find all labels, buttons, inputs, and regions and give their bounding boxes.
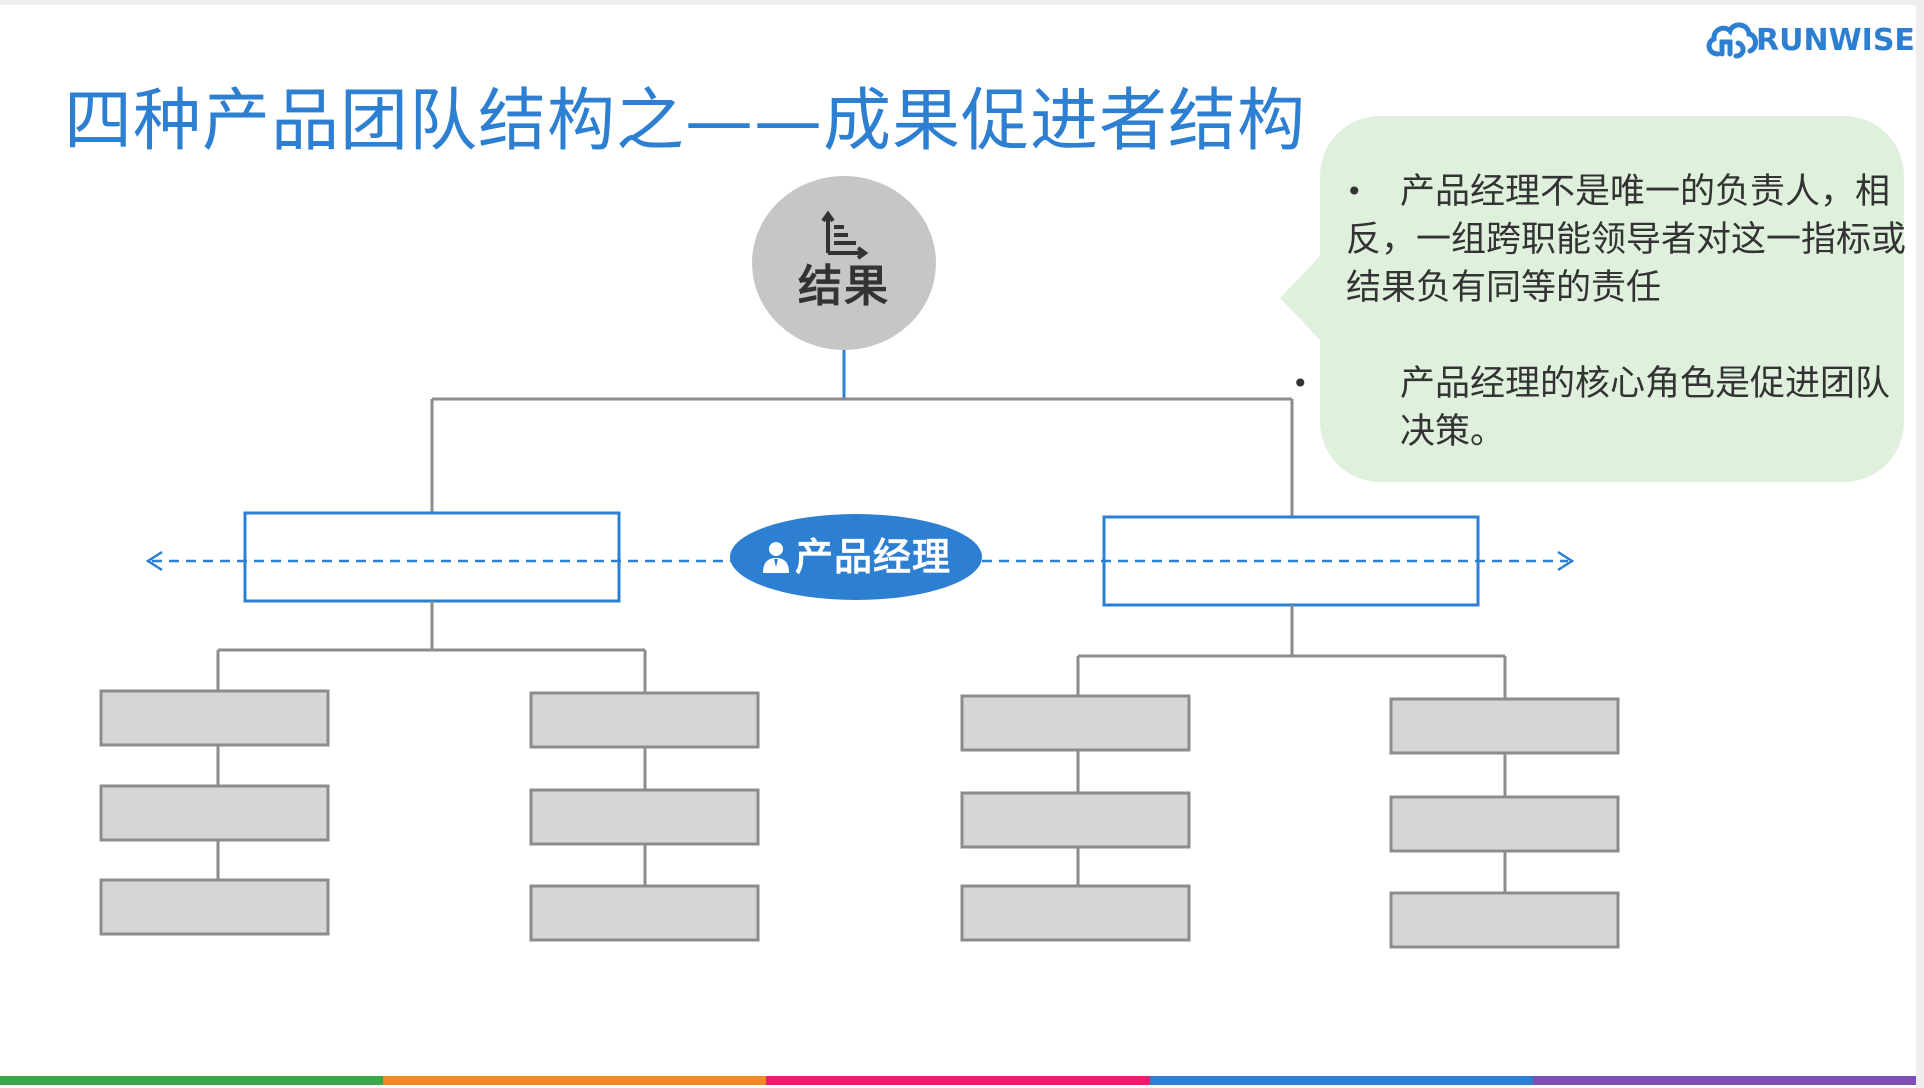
- person-icon: [762, 542, 789, 573]
- cloud-logo-icon: [1706, 22, 1758, 59]
- product-manager-node: 产品经理: [730, 514, 982, 600]
- arrow-left-icon: [145, 550, 163, 572]
- member-box: [1389, 697, 1620, 755]
- result-node: 结果: [752, 176, 936, 350]
- callout-item: •产品经理不是唯一的负责人，相反，一组跨职能领导者对这一指标或结果负有同等的责任: [1346, 168, 1906, 312]
- right-border: [1916, 0, 1924, 1088]
- member-box: [960, 694, 1191, 752]
- runwise-logo: RUNWISE: [1704, 16, 1915, 64]
- callout-list: •产品经理不是唯一的负责人，相反，一组跨职能领导者对这一指标或结果负有同等的责任…: [1292, 168, 1906, 456]
- logo-text: RUNWISE: [1756, 22, 1915, 58]
- bar-segment: [383, 1076, 767, 1085]
- member-box: [1389, 795, 1620, 853]
- bar-segment: [1532, 1076, 1917, 1085]
- bar-segment: [766, 1076, 1150, 1085]
- top-border: [0, 0, 1924, 5]
- callout-item: •产品经理的核心角色是促进团队决策。: [1292, 360, 1906, 456]
- slide-title: 四种产品团队结构之——成果促进者结构: [64, 82, 1307, 161]
- member-box: [99, 689, 330, 747]
- arrow-right-icon: [1557, 550, 1575, 572]
- callout-box: [1320, 116, 1904, 482]
- member-box: [529, 691, 760, 749]
- member-box: [99, 878, 330, 936]
- bottom-color-bar: [0, 1076, 1917, 1085]
- bar-chart-icon: [821, 210, 869, 260]
- member-box: [960, 791, 1191, 849]
- member-box: [99, 784, 330, 842]
- member-box: [960, 884, 1191, 942]
- member-box: [1389, 891, 1620, 949]
- callout-pointer: [1280, 254, 1322, 342]
- bar-segment: [0, 1076, 384, 1085]
- bullet-icon: •: [1346, 175, 1363, 208]
- bar-segment: [1149, 1076, 1533, 1085]
- bullet-icon: •: [1292, 367, 1309, 400]
- team-box-left: [243, 511, 621, 603]
- product-manager-label: 产品经理: [794, 535, 951, 579]
- result-label: 结果: [798, 261, 890, 312]
- member-box: [529, 884, 760, 942]
- member-box: [529, 788, 760, 846]
